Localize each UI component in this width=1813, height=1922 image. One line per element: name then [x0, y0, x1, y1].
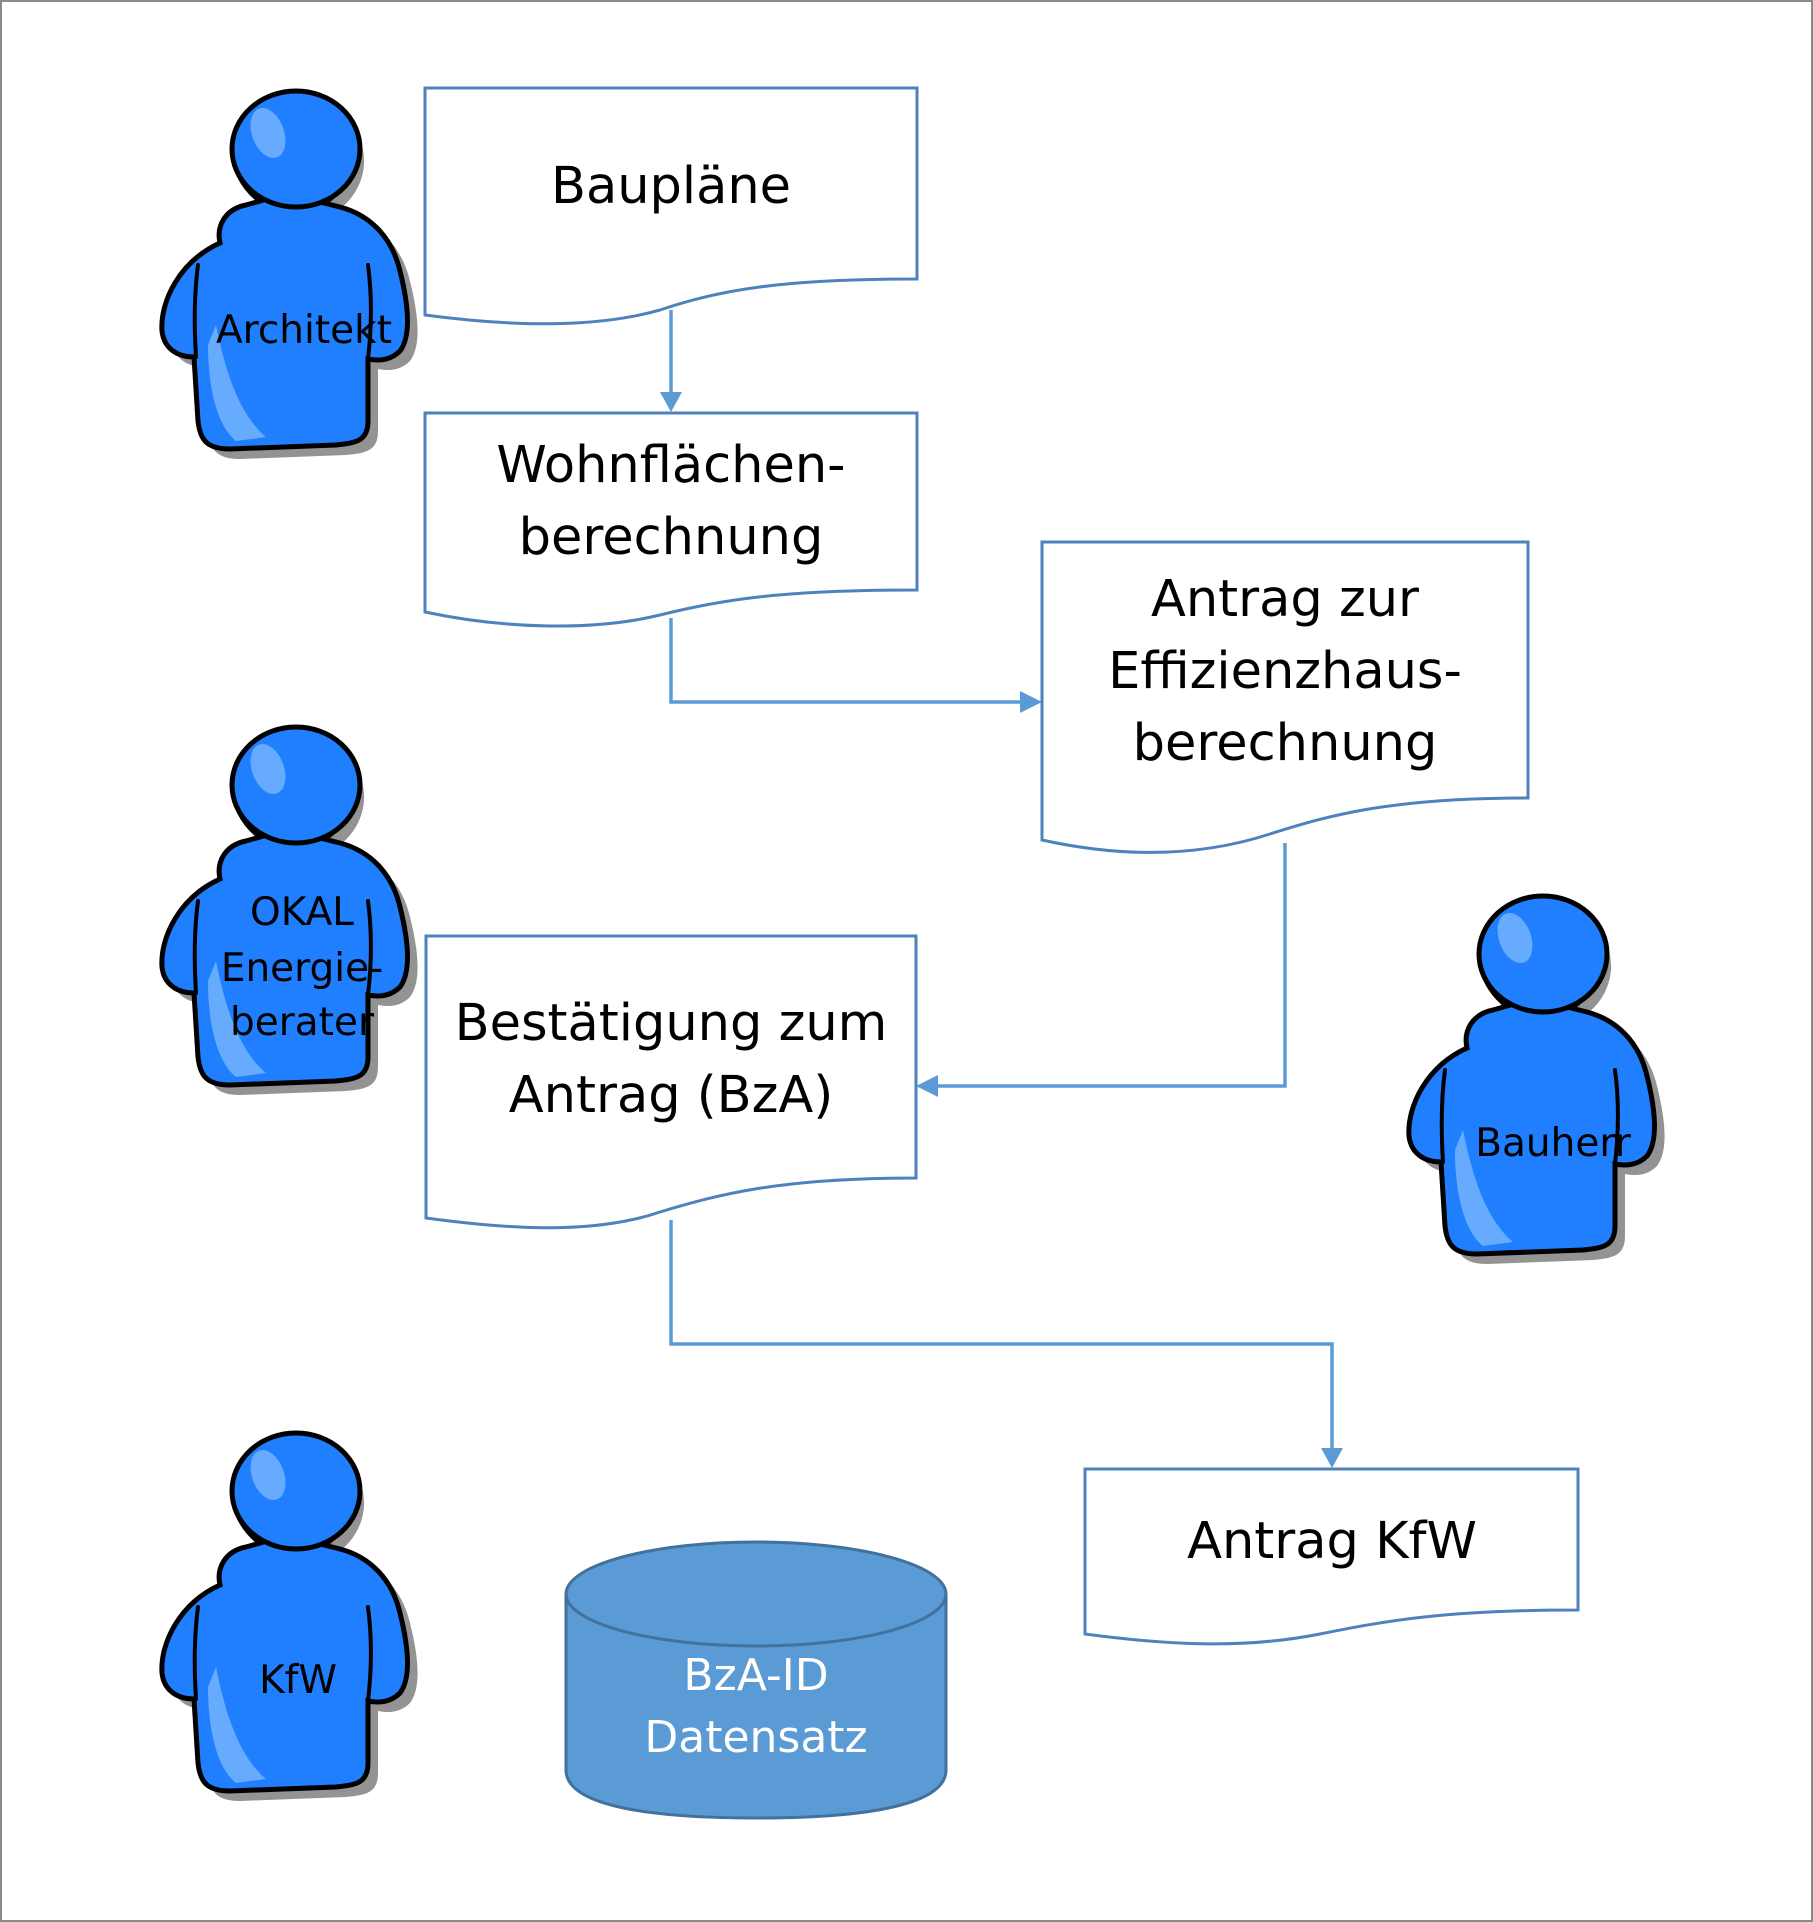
document-wohnflaechenberechnung: Wohnflächen- berechnung	[423, 411, 919, 628]
document-bestaetigung-line-2: Antrag (BzA)	[509, 1066, 833, 1125]
actor-bauherr: Bauherr	[1409, 896, 1665, 1264]
document-antrag-effizienz-line-2: Effizienzhaus-	[1108, 642, 1462, 701]
actor-okal-line-3: berater	[230, 1000, 375, 1045]
actor-architekt-label: Architekt	[216, 308, 392, 353]
connector-antrag-effizienz-to-bestaetigung	[916, 843, 1287, 1097]
document-antrag-kfw-label: Antrag KfW	[1187, 1512, 1477, 1571]
database-label-line-2: Datensatz	[644, 1712, 867, 1763]
document-wohnflaechen-line-2: berechnung	[519, 508, 824, 567]
actor-okal-line-2: Energie-	[221, 946, 383, 991]
connector-bauplaene-to-wohnflaechen	[660, 310, 682, 412]
document-antrag-kfw: Antrag KfW	[1083, 1467, 1580, 1646]
document-antrag-effizienz-line-3: berechnung	[1133, 714, 1438, 773]
actor-okal-energieberater: OKAL Energie- berater	[162, 727, 418, 1095]
document-antrag-effizienz-line-1: Antrag zur	[1151, 570, 1419, 629]
actor-architekt: Architekt	[162, 91, 418, 459]
database-bza-id-datensatz: BzA-ID Datensatz	[564, 1540, 948, 1820]
document-bauplaene-label: Baupläne	[551, 157, 791, 216]
connector-bestaetigung-to-antrag-kfw	[669, 1220, 1343, 1468]
person-icon	[162, 1433, 418, 1801]
document-bestaetigung-line-1: Bestätigung zum	[455, 994, 888, 1053]
person-icon	[162, 91, 418, 459]
database-label-line-1: BzA-ID	[683, 1650, 828, 1701]
connector-wohnflaechen-to-antrag-effizienz	[669, 618, 1042, 713]
actor-kfw: KfW	[162, 1433, 418, 1801]
actor-okal-line-1: OKAL	[250, 890, 354, 935]
actor-kfw-label: KfW	[259, 1658, 337, 1703]
document-bestaetigung-zum-antrag: Bestätigung zum Antrag (BzA)	[424, 934, 918, 1230]
document-wohnflaechen-line-1: Wohnflächen-	[496, 436, 845, 495]
document-bauplaene: Baupläne	[423, 86, 919, 326]
actor-bauherr-label: Bauherr	[1475, 1121, 1631, 1166]
document-antrag-effizienzhausberechnung: Antrag zur Effizienzhaus- berechnung	[1040, 540, 1530, 854]
person-icon	[1409, 896, 1665, 1264]
